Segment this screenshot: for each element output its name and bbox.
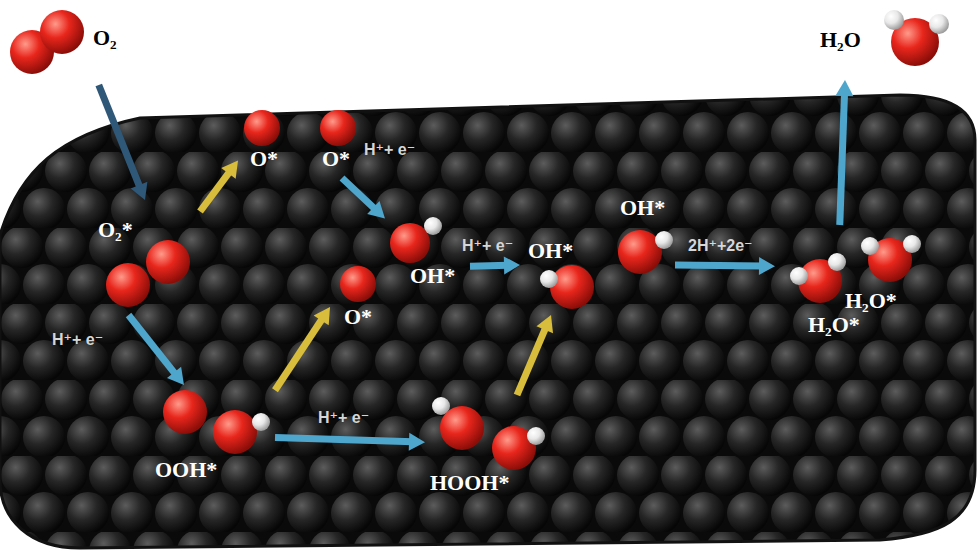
arrow-shaft bbox=[275, 317, 323, 390]
species-label: O* bbox=[250, 146, 278, 172]
o2-adsorbed-molecule bbox=[106, 240, 190, 307]
hydrogen-atom bbox=[903, 235, 921, 253]
reaction-arrow bbox=[342, 178, 385, 219]
gas-species: O₂ bbox=[5, 5, 130, 85]
adsorbed-species: O* bbox=[238, 108, 293, 178]
oxygen-atom bbox=[163, 390, 207, 434]
oxygen-atom bbox=[146, 240, 190, 284]
arrow-head bbox=[314, 307, 330, 325]
species-label: H₂O bbox=[820, 27, 861, 53]
o2-gas-molecule bbox=[10, 10, 84, 74]
catalyst-surface bbox=[0, 95, 975, 548]
adsorbed-species: O₂* bbox=[90, 200, 200, 315]
hydrogen-atom bbox=[828, 253, 846, 271]
adsorbed-species: OOH* bbox=[145, 385, 275, 490]
reaction-arrow bbox=[129, 315, 185, 385]
oxygen-atom bbox=[320, 110, 356, 146]
reaction-arrow bbox=[200, 161, 238, 212]
species-label: O₂* bbox=[98, 217, 133, 243]
step-label: 2H⁺+2e⁻ bbox=[688, 236, 752, 256]
step-label: H⁺+ e⁻ bbox=[462, 236, 513, 256]
hydrogen-atom bbox=[527, 427, 545, 445]
reaction-arrow bbox=[470, 256, 520, 274]
adsorbed-species: OH* bbox=[385, 205, 470, 295]
hydrogen-atom bbox=[884, 10, 904, 30]
hydroxyl-molecule bbox=[540, 265, 594, 309]
oxygen-atom bbox=[440, 406, 484, 450]
reaction-arrow bbox=[275, 433, 425, 451]
arrow-head bbox=[221, 161, 238, 179]
oxygen-atom bbox=[213, 410, 257, 454]
species-label: OH* bbox=[528, 238, 573, 264]
oxygen-atom bbox=[390, 223, 430, 263]
step-label: H⁺+ e⁻ bbox=[52, 330, 103, 350]
species-label: HOOH* bbox=[430, 470, 509, 496]
oxygen-atom bbox=[40, 10, 84, 54]
water-molecule bbox=[790, 253, 846, 303]
species-label: OOH* bbox=[155, 457, 217, 483]
arrow-head bbox=[759, 257, 775, 275]
step-label: H⁺+ e⁻ bbox=[364, 140, 415, 160]
arrow-head bbox=[835, 80, 853, 96]
species-label: O* bbox=[344, 304, 372, 330]
gas-species: H₂O bbox=[815, 5, 965, 80]
arrow-shaft bbox=[129, 315, 177, 376]
hydroxyl-molecule bbox=[390, 217, 442, 263]
reaction-arrow bbox=[675, 257, 775, 275]
hydrogen-peroxide-molecule bbox=[432, 397, 545, 470]
reaction-arrow bbox=[835, 80, 853, 225]
reaction-arrow bbox=[517, 315, 553, 395]
oxygen-atom bbox=[550, 265, 594, 309]
hydrogen-atom bbox=[424, 217, 442, 235]
species-label: O* bbox=[322, 146, 350, 172]
arrow-head bbox=[409, 433, 425, 451]
arrow-head bbox=[131, 182, 148, 200]
arrow-shaft bbox=[99, 85, 141, 189]
species-label: O₂ bbox=[93, 25, 117, 51]
oxygen-atom bbox=[244, 110, 280, 146]
species-label: OH* bbox=[620, 195, 665, 221]
arrow-shaft bbox=[200, 170, 231, 211]
arrow-shaft bbox=[275, 438, 413, 442]
step-label: H⁺+ e⁻ bbox=[318, 408, 369, 428]
reaction-arrow bbox=[275, 307, 330, 390]
adsorbed-species: H₂O*H₂O* bbox=[775, 225, 960, 350]
hydrogen-atom bbox=[540, 270, 558, 288]
oxygen-atom bbox=[618, 230, 662, 274]
hydroperoxyl-molecule bbox=[163, 390, 270, 454]
arrow-head bbox=[504, 256, 520, 274]
hydrogen-atom bbox=[929, 14, 949, 34]
hydrogen-atom bbox=[861, 237, 879, 255]
oxygen-atom bbox=[340, 266, 376, 302]
adsorbed-species: O* bbox=[330, 262, 390, 337]
hydroxyl-molecule bbox=[618, 230, 673, 274]
hydrogen-atom bbox=[790, 267, 808, 285]
species-label: H₂O* bbox=[808, 312, 860, 338]
adsorbed-species: O* bbox=[315, 108, 360, 178]
arrow-shaft bbox=[840, 92, 845, 225]
adsorbed-species: HOOH* bbox=[425, 395, 540, 500]
reaction-arrow bbox=[99, 85, 148, 200]
arrow-shaft bbox=[517, 326, 546, 395]
arrow-shaft bbox=[470, 262, 508, 270]
arrow-head bbox=[167, 367, 184, 385]
species-label: OH* bbox=[410, 263, 455, 289]
water-molecule bbox=[861, 235, 921, 282]
adsorbed-species: OH* OH* bbox=[520, 190, 675, 315]
arrow-shaft bbox=[675, 265, 763, 266]
hydrogen-atom bbox=[252, 413, 270, 431]
arrow-shaft bbox=[342, 178, 376, 210]
species-label: H₂O* bbox=[845, 288, 897, 314]
water-gas-molecule bbox=[884, 10, 949, 66]
oxygen-atom bbox=[106, 263, 150, 307]
arrow-head bbox=[367, 201, 385, 219]
hydrogen-atom bbox=[655, 231, 673, 249]
arrow-head bbox=[536, 315, 553, 333]
